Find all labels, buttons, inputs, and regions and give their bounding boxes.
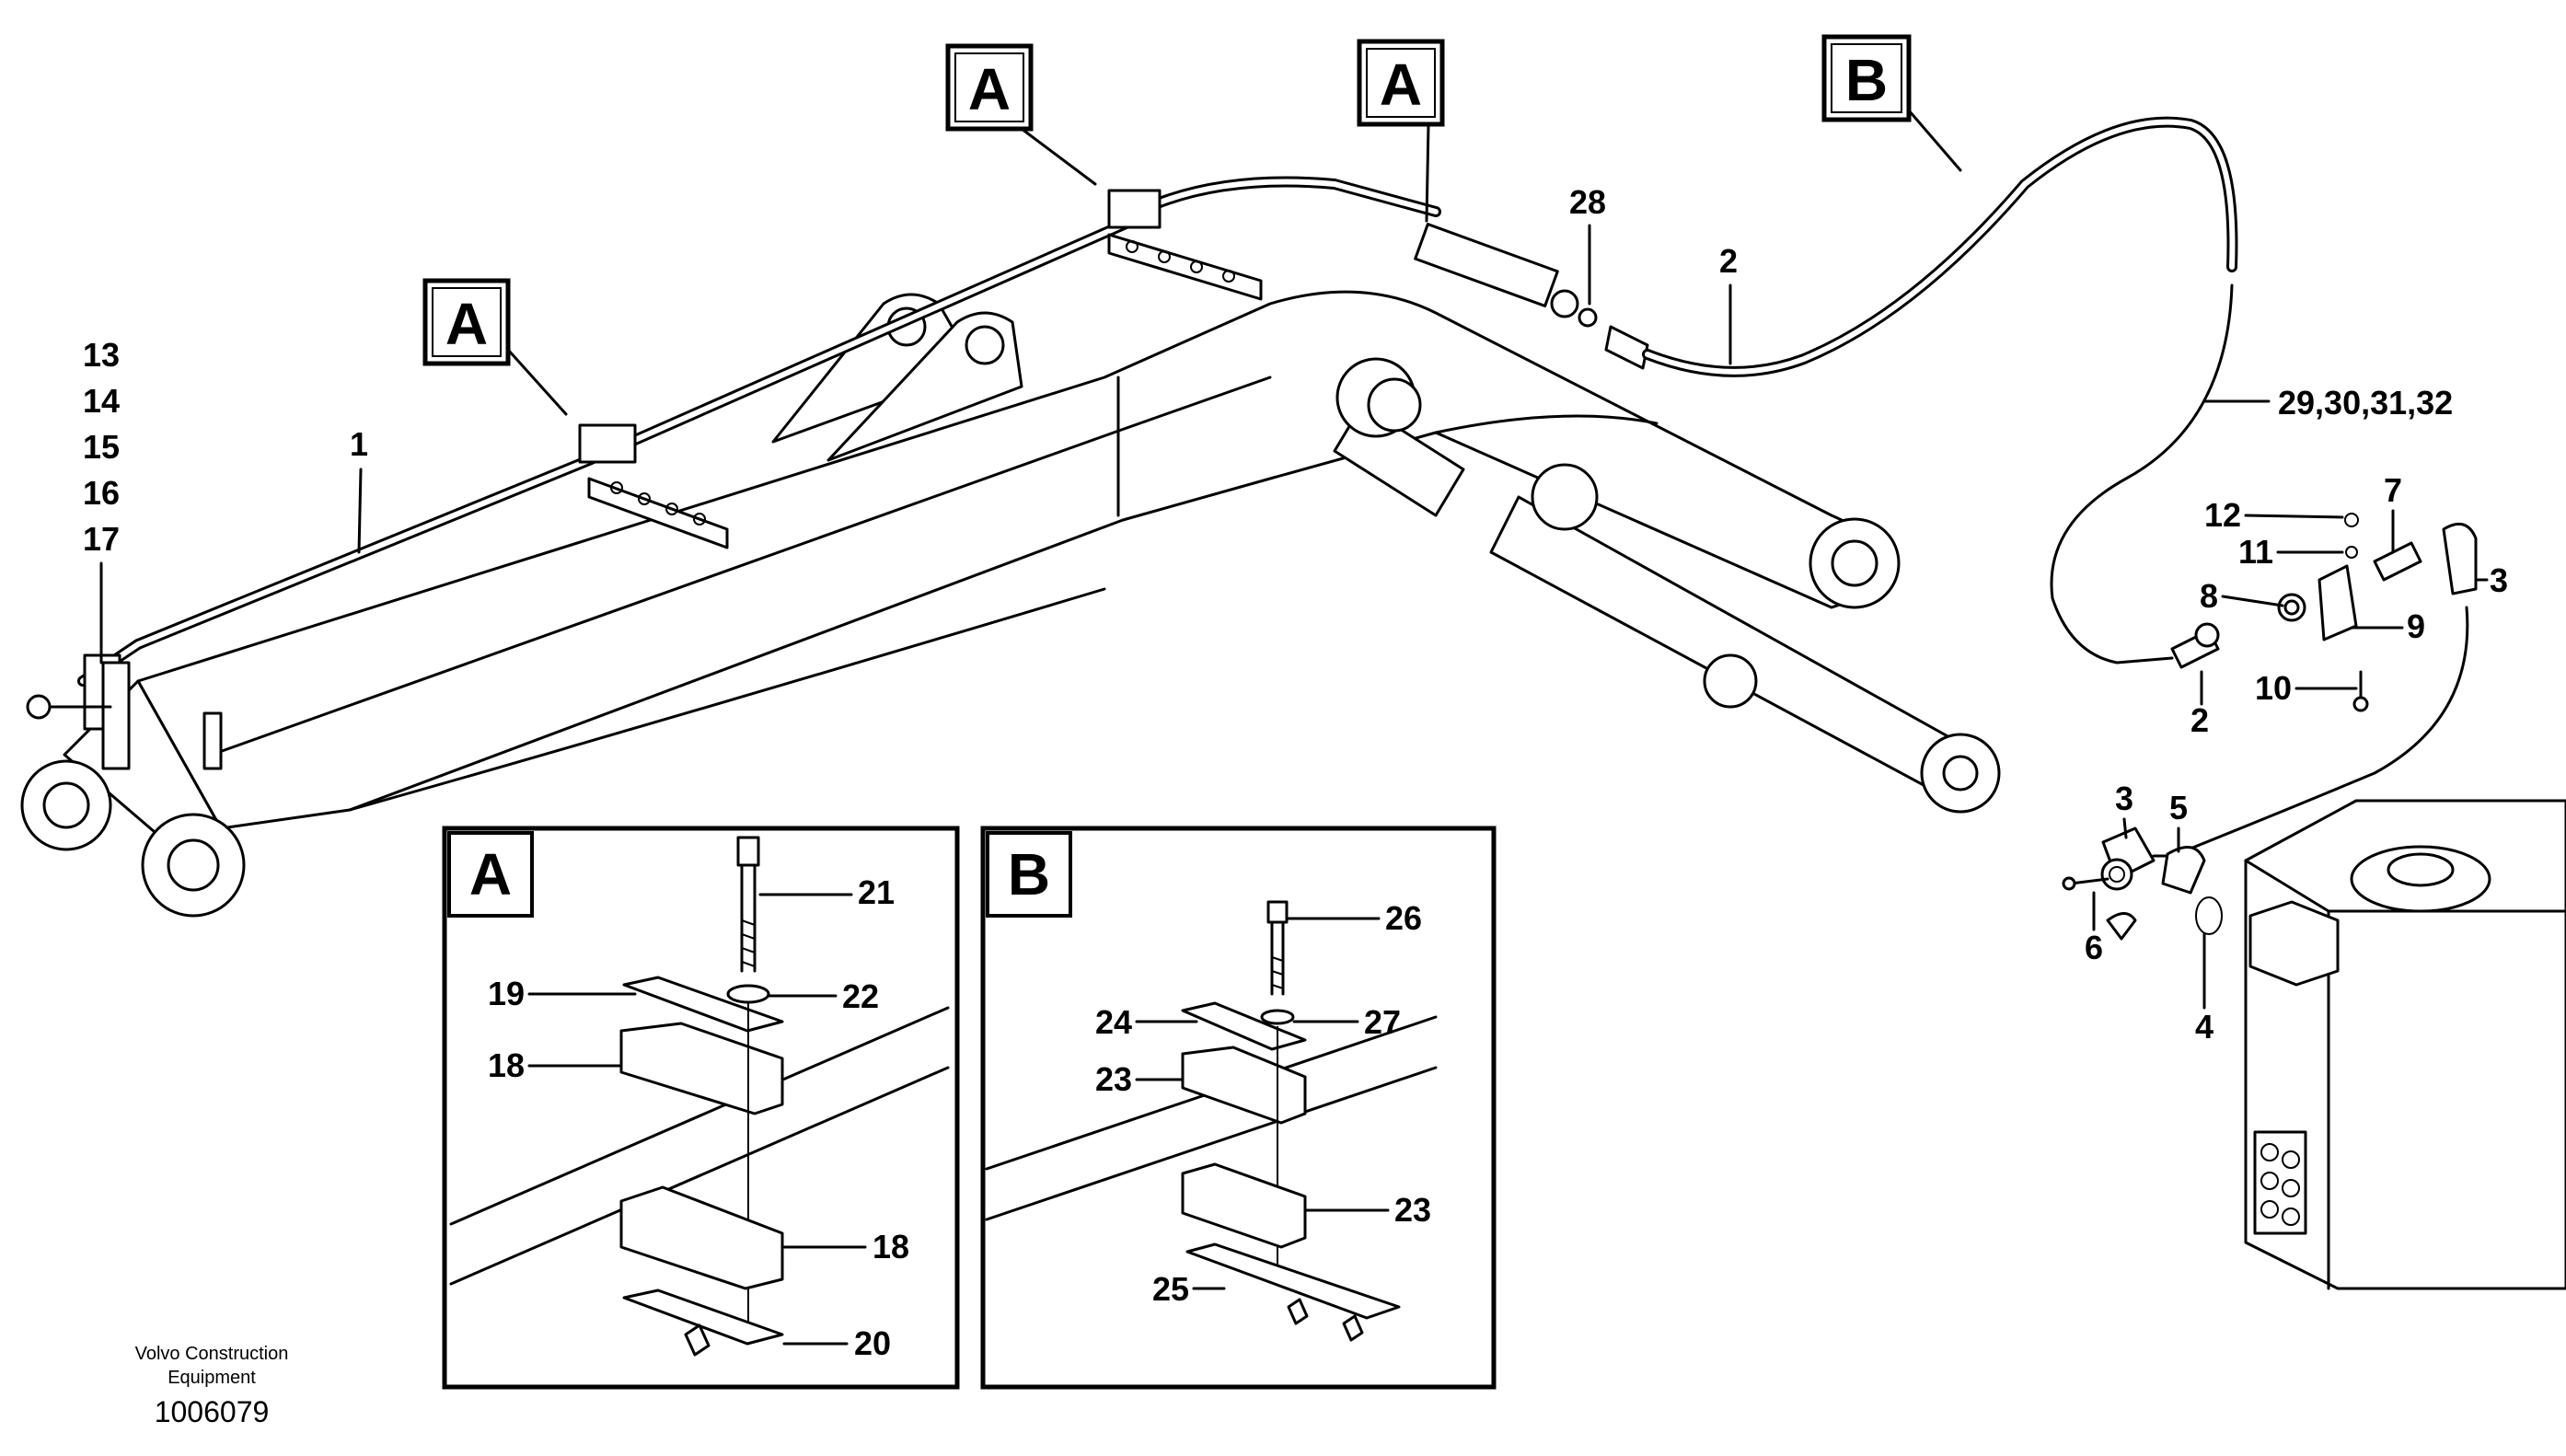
reference-label-b1: B [1845, 47, 1888, 113]
reference-box-a3: A [1357, 39, 1445, 223]
tube-clamp-upper [1107, 189, 1263, 301]
tank-connection [2062, 826, 2223, 941]
callout-13: 13 [83, 336, 120, 374]
detail-b-callout-26: 26 [1385, 899, 1422, 937]
callout-3-right: 3 [2490, 561, 2508, 599]
callout-15: 15 [83, 428, 120, 466]
reference-label-a1: A [445, 291, 488, 357]
callout-5: 5 [2169, 789, 2188, 826]
detail-b-callout-27: 27 [1364, 1003, 1401, 1041]
reference-box-b1: B [1821, 34, 1962, 172]
callout-17: 17 [83, 520, 120, 558]
tube-clamp-front [26, 653, 131, 770]
reference-box-a1: A [422, 278, 568, 416]
company-name: Volvo Construction [135, 1344, 289, 1364]
detail-a-callout-20: 20 [854, 1324, 891, 1362]
detail-a-callout-18-top: 18 [488, 1046, 525, 1084]
callout-14: 14 [83, 382, 120, 420]
callout-6: 6 [2085, 929, 2103, 966]
detail-a-callout-22: 22 [842, 977, 879, 1015]
boom-fitting [1414, 223, 1649, 370]
drawing-number: 1006079 [155, 1395, 270, 1428]
callout-29-32: 29,30,31,32 [2278, 384, 2453, 422]
detail-b-callout-24: 24 [1095, 1003, 1132, 1041]
detail-a-panel: A 21 19 22 18 18 20 [442, 826, 960, 1390]
callout-7: 7 [2384, 471, 2402, 509]
tube-clamp-mid [578, 423, 729, 549]
callout-10: 10 [2255, 669, 2292, 707]
callout-28: 28 [1569, 183, 1606, 221]
detail-b-panel: B 26 24 27 23 23 25 [980, 826, 1497, 1390]
reference-box-a2: A [945, 43, 1097, 186]
company-name-line2: Equipment [168, 1368, 256, 1388]
callout-4: 4 [2195, 1008, 2213, 1046]
boom-arm [20, 290, 1901, 918]
detail-a-callout-21: 21 [858, 873, 895, 911]
callouts: 13 14 15 16 17 1 28 2 29,30,31,32 12 7 1… [83, 183, 2508, 1046]
callout-2-top: 2 [1719, 242, 1738, 280]
callout-9: 9 [2407, 607, 2425, 645]
detail-b-callout-23-top: 23 [1095, 1060, 1132, 1098]
drawing-footer: Volvo Construction Equipment 1006079 [135, 1344, 289, 1428]
hydraulic-tank [2244, 799, 2566, 1290]
adapter-cluster [2152, 513, 2478, 858]
detail-b-callout-23-bottom: 23 [1394, 1191, 1431, 1229]
hose-loop [1642, 116, 2238, 664]
callout-2-bottom: 2 [2190, 701, 2209, 739]
bucket-cylinder [1333, 357, 2001, 814]
callout-16: 16 [83, 474, 120, 512]
callout-3: 3 [2115, 780, 2133, 817]
callout-8: 8 [2200, 577, 2218, 615]
reference-label-a2: A [968, 56, 1011, 122]
detail-b-callout-25: 25 [1152, 1270, 1189, 1308]
detail-b-title: B [1008, 841, 1050, 907]
reference-label-a3: A [1380, 52, 1422, 118]
detail-a-title: A [469, 841, 512, 907]
callout-11: 11 [2238, 533, 2273, 571]
callout-12: 12 [2204, 496, 2241, 534]
callout-1: 1 [350, 425, 368, 463]
detail-a-callout-18-bottom: 18 [873, 1228, 909, 1265]
detail-a-callout-19: 19 [488, 975, 525, 1012]
